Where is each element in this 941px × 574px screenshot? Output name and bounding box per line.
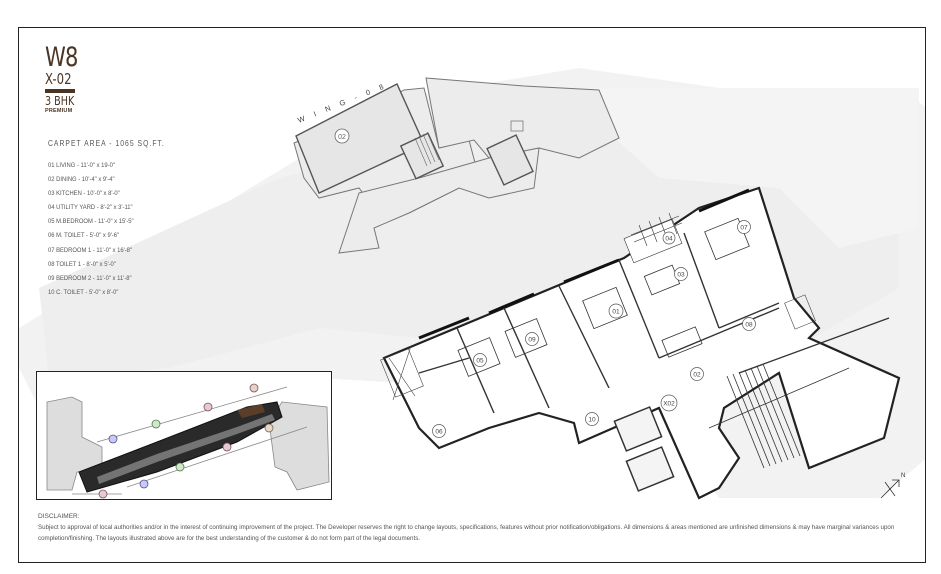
svg-text:05: 05 [476,358,484,365]
room-item: 08 TOILET 1 - 8'-0" x 5'-0" [48,260,116,268]
svg-text:07: 07 [740,225,748,232]
floor-plan-sheet: W8 X-02 3 BHK PREMIUM CARPET AREA - 1065… [18,27,926,563]
svg-text:01: 01 [612,309,620,316]
disclaimer-text: Subject to approval of local authorities… [38,524,895,542]
room-item: 10 C. TOILET - 5'-0" x 8'-0" [48,288,119,296]
room-item: 05 M.BEDROOM - 11'-0" x 15'-5" [48,218,134,226]
room-item: 06 M. TOILET - 5'-0" x 9'-6" [48,232,120,240]
unit-config: 3 BHK [45,94,75,108]
room-item: 07 BEDROOM 1 - 11'-0" x 16'-8" [48,246,132,254]
svg-text:04: 04 [665,236,673,243]
svg-text:06: 06 [435,429,443,436]
svg-text:02: 02 [693,372,701,379]
unit-tier: PREMIUM [45,108,73,114]
room-item: 03 KITCHEN - 10'-0" x 8'-0" [48,190,120,198]
key-plan [36,371,332,500]
svg-text:N: N [901,473,905,479]
svg-text:03: 03 [677,272,685,279]
carpet-area: CARPET AREA - 1065 SQ.FT. [48,139,165,148]
svg-text:09: 09 [528,337,536,344]
room-tags: 01 02 03 04 05 06 07 08 09 10 X02 [432,220,756,438]
unit-number: X-02 [45,70,72,88]
room-item: 01 LIVING - 11'-0" x 19-0" [48,162,115,169]
room-item: 02 DINING - 10'-4" x 9'-4" [48,176,115,184]
unit-heading: W8 X-02 3 BHK PREMIUM [45,42,87,114]
wing-title: W8 [45,42,78,73]
floor-plan-drawing: 02 W I N G - 0 8 [293,77,905,500]
room-item: 04 UTILITY YARD - 8'-2" x 3'-11" [48,204,133,212]
svg-text:08: 08 [745,322,753,329]
svg-text:X02: X02 [663,401,675,408]
svg-text:10: 10 [588,417,596,424]
svg-text:02: 02 [338,134,346,141]
north-arrow-icon: N [880,473,905,499]
key-plan-drawing [46,383,330,499]
unit-plan [380,186,901,500]
disclaimer: DISCLAIMER: Subject to approval of local… [38,513,918,544]
disclaimer-title: DISCLAIMER: [38,513,80,520]
room-item: 09 BEDROOM 2 - 11'-0" x 11'-8" [48,274,132,282]
room-list: 01 LIVING - 11'-0" x 19-0" 02 DINING - 1… [48,161,143,302]
heading-divider [45,89,75,93]
